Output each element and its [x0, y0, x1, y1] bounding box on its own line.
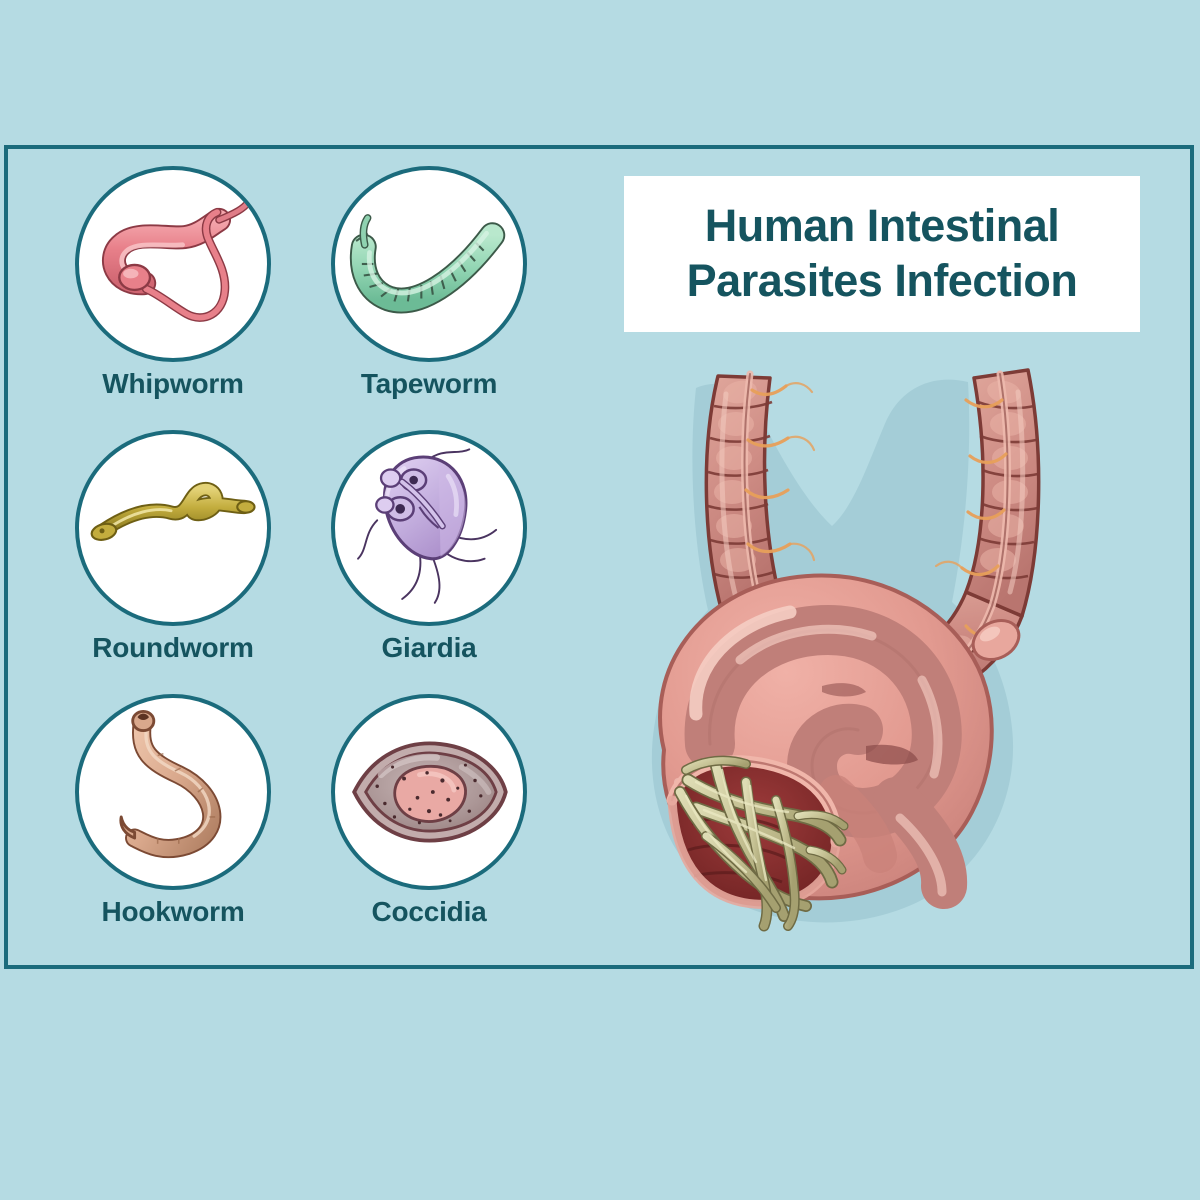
tapeworm-icon — [331, 166, 527, 362]
coccidia-icon — [331, 694, 527, 890]
parasite-label-roundworm: Roundworm — [92, 632, 254, 663]
parasite-card-coccidia[interactable]: Coccidia — [314, 694, 544, 956]
poster-title-card: Human Intestinal Parasites Infection — [624, 176, 1140, 332]
giardia-icon — [331, 430, 527, 626]
whipworm-icon — [75, 166, 271, 362]
parasite-card-whipworm[interactable]: Whipworm — [58, 166, 288, 428]
parasite-label-whipworm: Whipworm — [102, 368, 244, 399]
poster-frame — [4, 145, 1194, 969]
hookworm-icon — [75, 694, 271, 890]
page-title-line-2: Parasites Infection — [686, 255, 1078, 306]
parasite-label-hookworm: Hookworm — [101, 896, 245, 927]
page-title-line-1: Human Intestinal — [704, 200, 1060, 252]
parasite-card-tapeworm[interactable]: Tapeworm — [314, 166, 544, 428]
parasite-grid: Whipworm — [58, 166, 548, 956]
parasite-card-giardia[interactable]: Giardia — [314, 430, 544, 692]
human-intestine-illustration — [600, 330, 1140, 955]
parasite-card-hookworm[interactable]: Hookworm — [58, 694, 288, 956]
parasite-label-giardia: Giardia — [381, 632, 477, 663]
parasite-card-roundworm[interactable]: Roundworm — [58, 430, 288, 692]
parasite-label-coccidia: Coccidia — [371, 896, 487, 927]
roundworm-icon — [75, 430, 271, 626]
parasite-label-tapeworm: Tapeworm — [360, 368, 498, 399]
